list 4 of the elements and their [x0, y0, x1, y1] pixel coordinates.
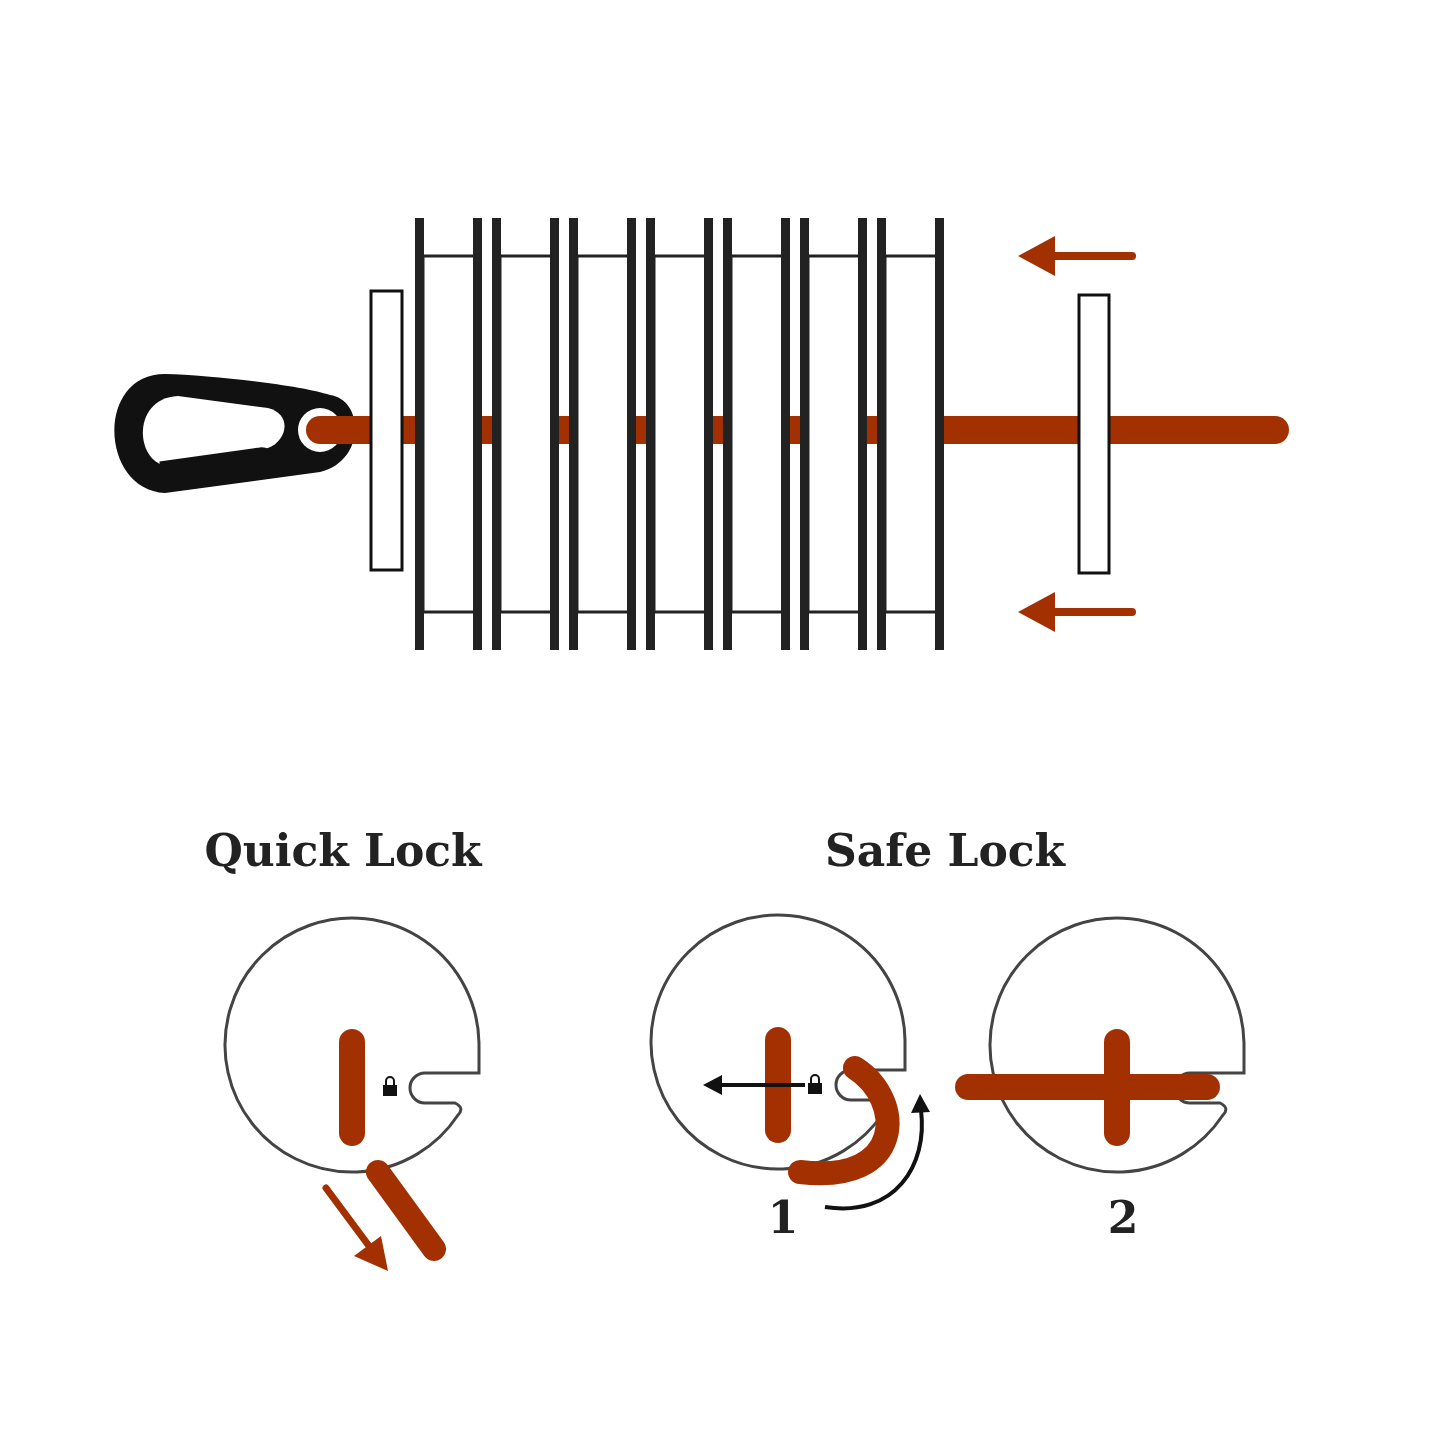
- step-number: 1: [767, 1196, 799, 1240]
- section-title: Safe Lock: [824, 829, 1066, 873]
- step-number: 2: [1107, 1196, 1139, 1240]
- section-title: Quick Lock: [204, 829, 482, 873]
